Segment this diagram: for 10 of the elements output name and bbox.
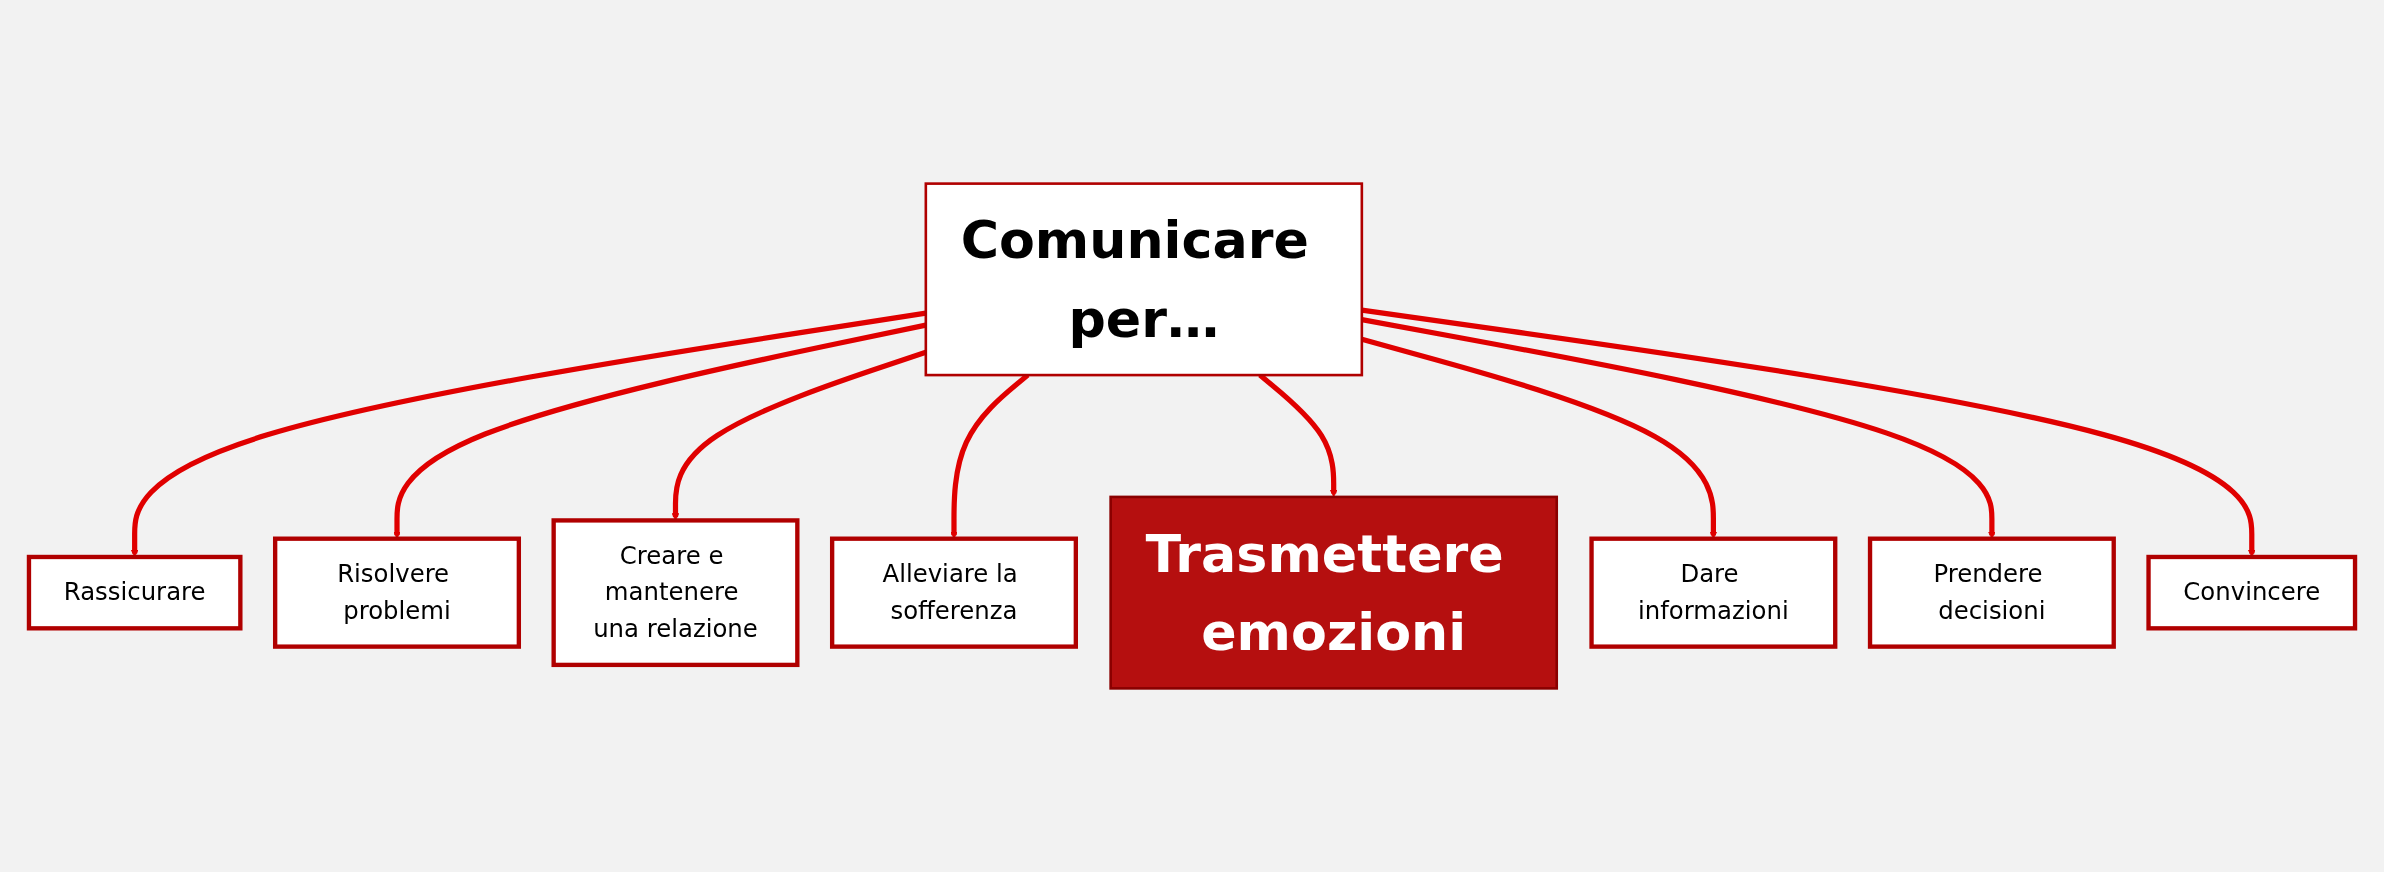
node-box: Prendere decisioni [1867,536,2116,649]
node-box: Comunicare per… [924,182,1364,377]
node-box: Trasmettere emozioni [1109,495,1559,690]
node-box: Rassicurare [26,554,243,631]
node-box: Creare e mantenere una relazione [551,518,800,668]
node-box: Alleviare la sofferenza [829,536,1078,649]
node-box: Risolvere problemi [273,536,521,649]
node-box: Dare informazioni [1589,536,1838,649]
arrow [1361,307,2256,558]
node-box: Convincere [2146,554,2358,631]
